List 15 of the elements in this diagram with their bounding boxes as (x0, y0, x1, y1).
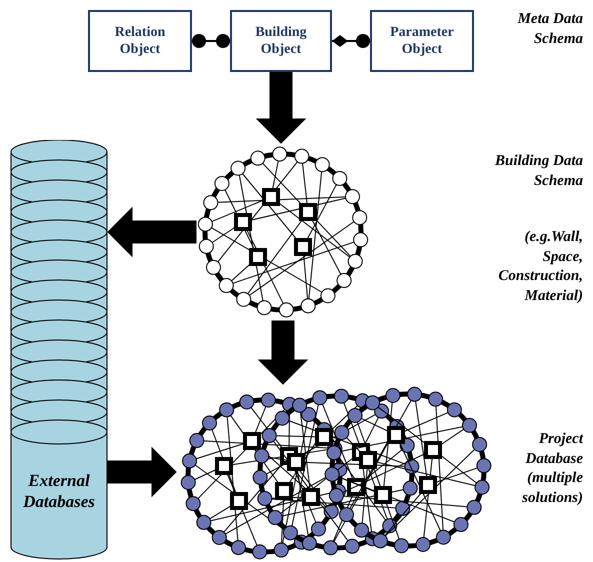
connector (192, 34, 230, 48)
side-label: Project Database (multiple solutions) (521, 430, 583, 508)
object-box: Parameter Object (370, 10, 474, 72)
object-box: Building Object (230, 10, 332, 72)
side-label: Building Data Schema (494, 152, 583, 190)
side-label: Meta Data Schema (516, 10, 583, 48)
block-arrow (258, 320, 308, 385)
database-cylinder (10, 140, 108, 560)
block-arrow (108, 446, 177, 498)
block-arrow (256, 72, 306, 144)
block-arrow (107, 206, 196, 258)
side-label: (e.g.Wall, Space, Construction, Material) (497, 228, 583, 306)
object-box: Relation Object (88, 10, 192, 72)
database-label: External Databases (22, 470, 96, 512)
connector (332, 34, 370, 48)
